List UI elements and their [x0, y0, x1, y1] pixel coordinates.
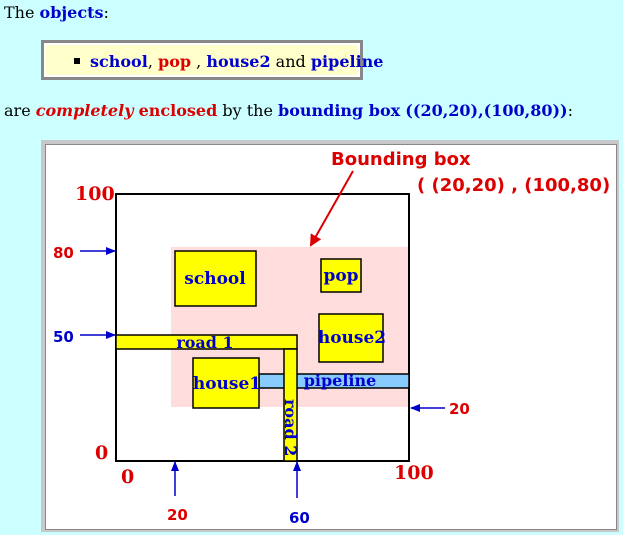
bounding-box-diagram: school pop house2 house1 road 1 pipeline…	[53, 149, 623, 527]
pop-label: pop	[323, 266, 358, 286]
object-list-box: school, pop , house2 and pipeline	[41, 40, 383, 80]
statement-colon: :	[567, 101, 574, 120]
map-frame	[115, 193, 410, 462]
school-label: school	[184, 269, 246, 289]
diagram-canvas: school pop house2 house1 road 1 pipeline…	[46, 145, 623, 529]
statement-bounding-box: bounding box	[278, 101, 401, 120]
diagram-title-line1: Bounding box	[331, 149, 471, 170]
statement-coords: ((20,20),(100,80))	[405, 101, 568, 120]
intro-line: The objects:	[4, 3, 109, 22]
intro-colon: :	[103, 3, 109, 22]
marker-50-label: 50	[53, 328, 74, 346]
x-axis-right-label: 100	[394, 462, 434, 484]
y-axis-bottom-label: 0	[95, 442, 108, 464]
object-house2: house2	[206, 52, 271, 71]
figure-frame: school pop house2 house1 road 1 pipeline…	[41, 140, 623, 532]
marker-right20-label: 20	[449, 400, 470, 418]
house1-shape	[192, 357, 260, 409]
marker-80-label: 80	[53, 244, 74, 262]
intro-prefix: The	[4, 3, 40, 22]
object-school: school	[90, 52, 148, 71]
statement-enclosed: enclosed	[138, 101, 218, 120]
marker-x20-label: 20	[167, 506, 188, 524]
road2-shape	[283, 348, 298, 462]
title-arrow	[310, 170, 354, 247]
statement-are: are	[4, 101, 36, 120]
statement-line: are completely enclosed by the bounding …	[4, 101, 573, 120]
marker-x60-label: 60	[289, 509, 310, 527]
object-pipeline: pipeline	[310, 52, 384, 71]
bullet-icon	[74, 58, 80, 64]
object-comma: ,	[147, 52, 153, 71]
school-shape	[174, 250, 257, 307]
object-pop: pop	[158, 52, 192, 71]
diagram-title-line2: ( (20,20) , (100,80) )	[417, 175, 615, 196]
object-comma2: ,	[191, 52, 202, 71]
statement-by-the: by the	[217, 101, 279, 120]
x-axis-left-label: 0	[121, 466, 134, 488]
road1-shape	[115, 334, 298, 350]
house2-shape	[318, 313, 384, 363]
pop-shape	[320, 258, 362, 293]
house1-label: house1	[193, 374, 261, 394]
object-list-text: school, pop , house2 and pipeline	[90, 52, 383, 71]
y-axis-top-label: 100	[75, 183, 115, 205]
road2-label: road 2	[281, 399, 300, 456]
house2-label: house2	[318, 328, 386, 348]
road1-label: road 1	[176, 333, 233, 352]
statement-completely: completely	[35, 101, 134, 120]
objects-word: objects	[39, 3, 104, 22]
pipeline-label: pipeline	[304, 371, 377, 390]
object-and: and	[275, 52, 306, 71]
